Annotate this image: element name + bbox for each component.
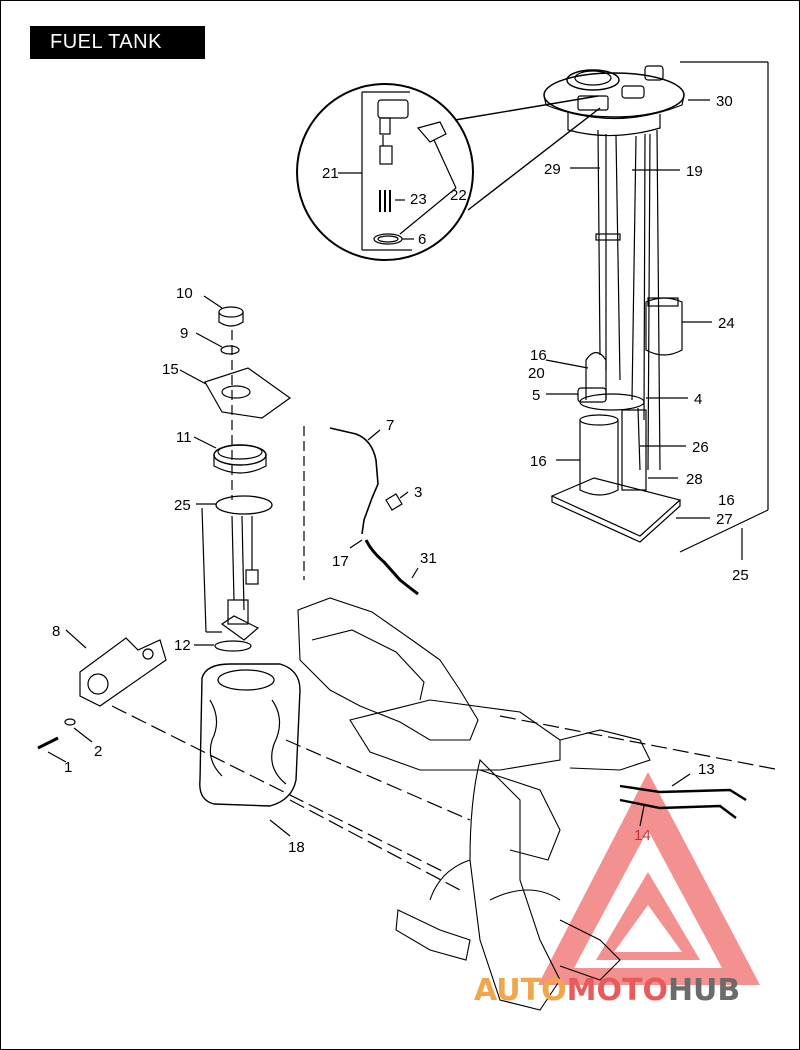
callout-3: 3 <box>414 484 422 501</box>
watermark-part-hub: HUB <box>668 973 740 1008</box>
watermark-part-auto: AUTO <box>474 973 567 1008</box>
fuel-lines <box>111 330 781 891</box>
callout-16-upper: 16 <box>530 347 547 364</box>
page-title: FUEL TANK <box>50 31 162 53</box>
fuel-pump-module <box>543 61 769 560</box>
callout-25-left: 25 <box>174 497 191 514</box>
watermark-part-moto: MOTO <box>567 973 668 1008</box>
callout-21: 21 <box>322 165 339 182</box>
callout-1: 1 <box>64 759 72 776</box>
watermark-logo-icon <box>538 772 760 985</box>
callout-22: 22 <box>450 187 467 204</box>
callout-15: 15 <box>162 361 179 378</box>
callout-23: 23 <box>410 191 427 208</box>
callout-8: 8 <box>52 623 60 640</box>
watermark-text: AUTOMOTOHUB <box>474 973 740 1008</box>
breather-hoses <box>619 773 747 827</box>
callout-18: 18 <box>288 839 305 856</box>
callout-16-lower: 16 <box>718 492 735 509</box>
callout-27: 27 <box>716 511 733 528</box>
title-bar: FUEL TANK <box>30 26 205 59</box>
callout-19: 19 <box>686 163 703 180</box>
detail-inset-circle <box>296 83 601 261</box>
callout-30: 30 <box>716 93 733 110</box>
callout-31: 31 <box>420 550 437 567</box>
callout-5: 5 <box>532 387 540 404</box>
callout-12: 12 <box>174 637 191 654</box>
callout-6: 6 <box>418 231 426 248</box>
callout-26: 26 <box>692 439 709 456</box>
callout-11: 11 <box>176 429 192 446</box>
callout-9: 9 <box>180 325 188 342</box>
callout-4: 4 <box>694 391 702 408</box>
svg-text:AUTOMOTOHUB: AUTOMOTOHUB <box>474 973 740 1008</box>
callout-17: 17 <box>332 553 349 570</box>
callout-14: 14 <box>634 827 651 844</box>
motorcycle-frame <box>297 597 651 1011</box>
callout-28: 28 <box>686 471 703 488</box>
callout-16-middle: 16 <box>530 453 547 470</box>
left-parts-stack <box>37 295 301 837</box>
callout-25-right: 25 <box>732 567 749 584</box>
callout-2: 2 <box>94 743 102 760</box>
callout-20: 20 <box>528 365 545 382</box>
callout-24: 24 <box>718 315 735 332</box>
callout-labels: 1 2 3 4 5 6 7 8 9 10 11 12 13 14 15 16 1… <box>52 93 749 856</box>
callout-13: 13 <box>698 761 715 778</box>
callout-29: 29 <box>544 161 561 178</box>
callout-7: 7 <box>386 417 394 434</box>
callout-10: 10 <box>176 285 193 302</box>
